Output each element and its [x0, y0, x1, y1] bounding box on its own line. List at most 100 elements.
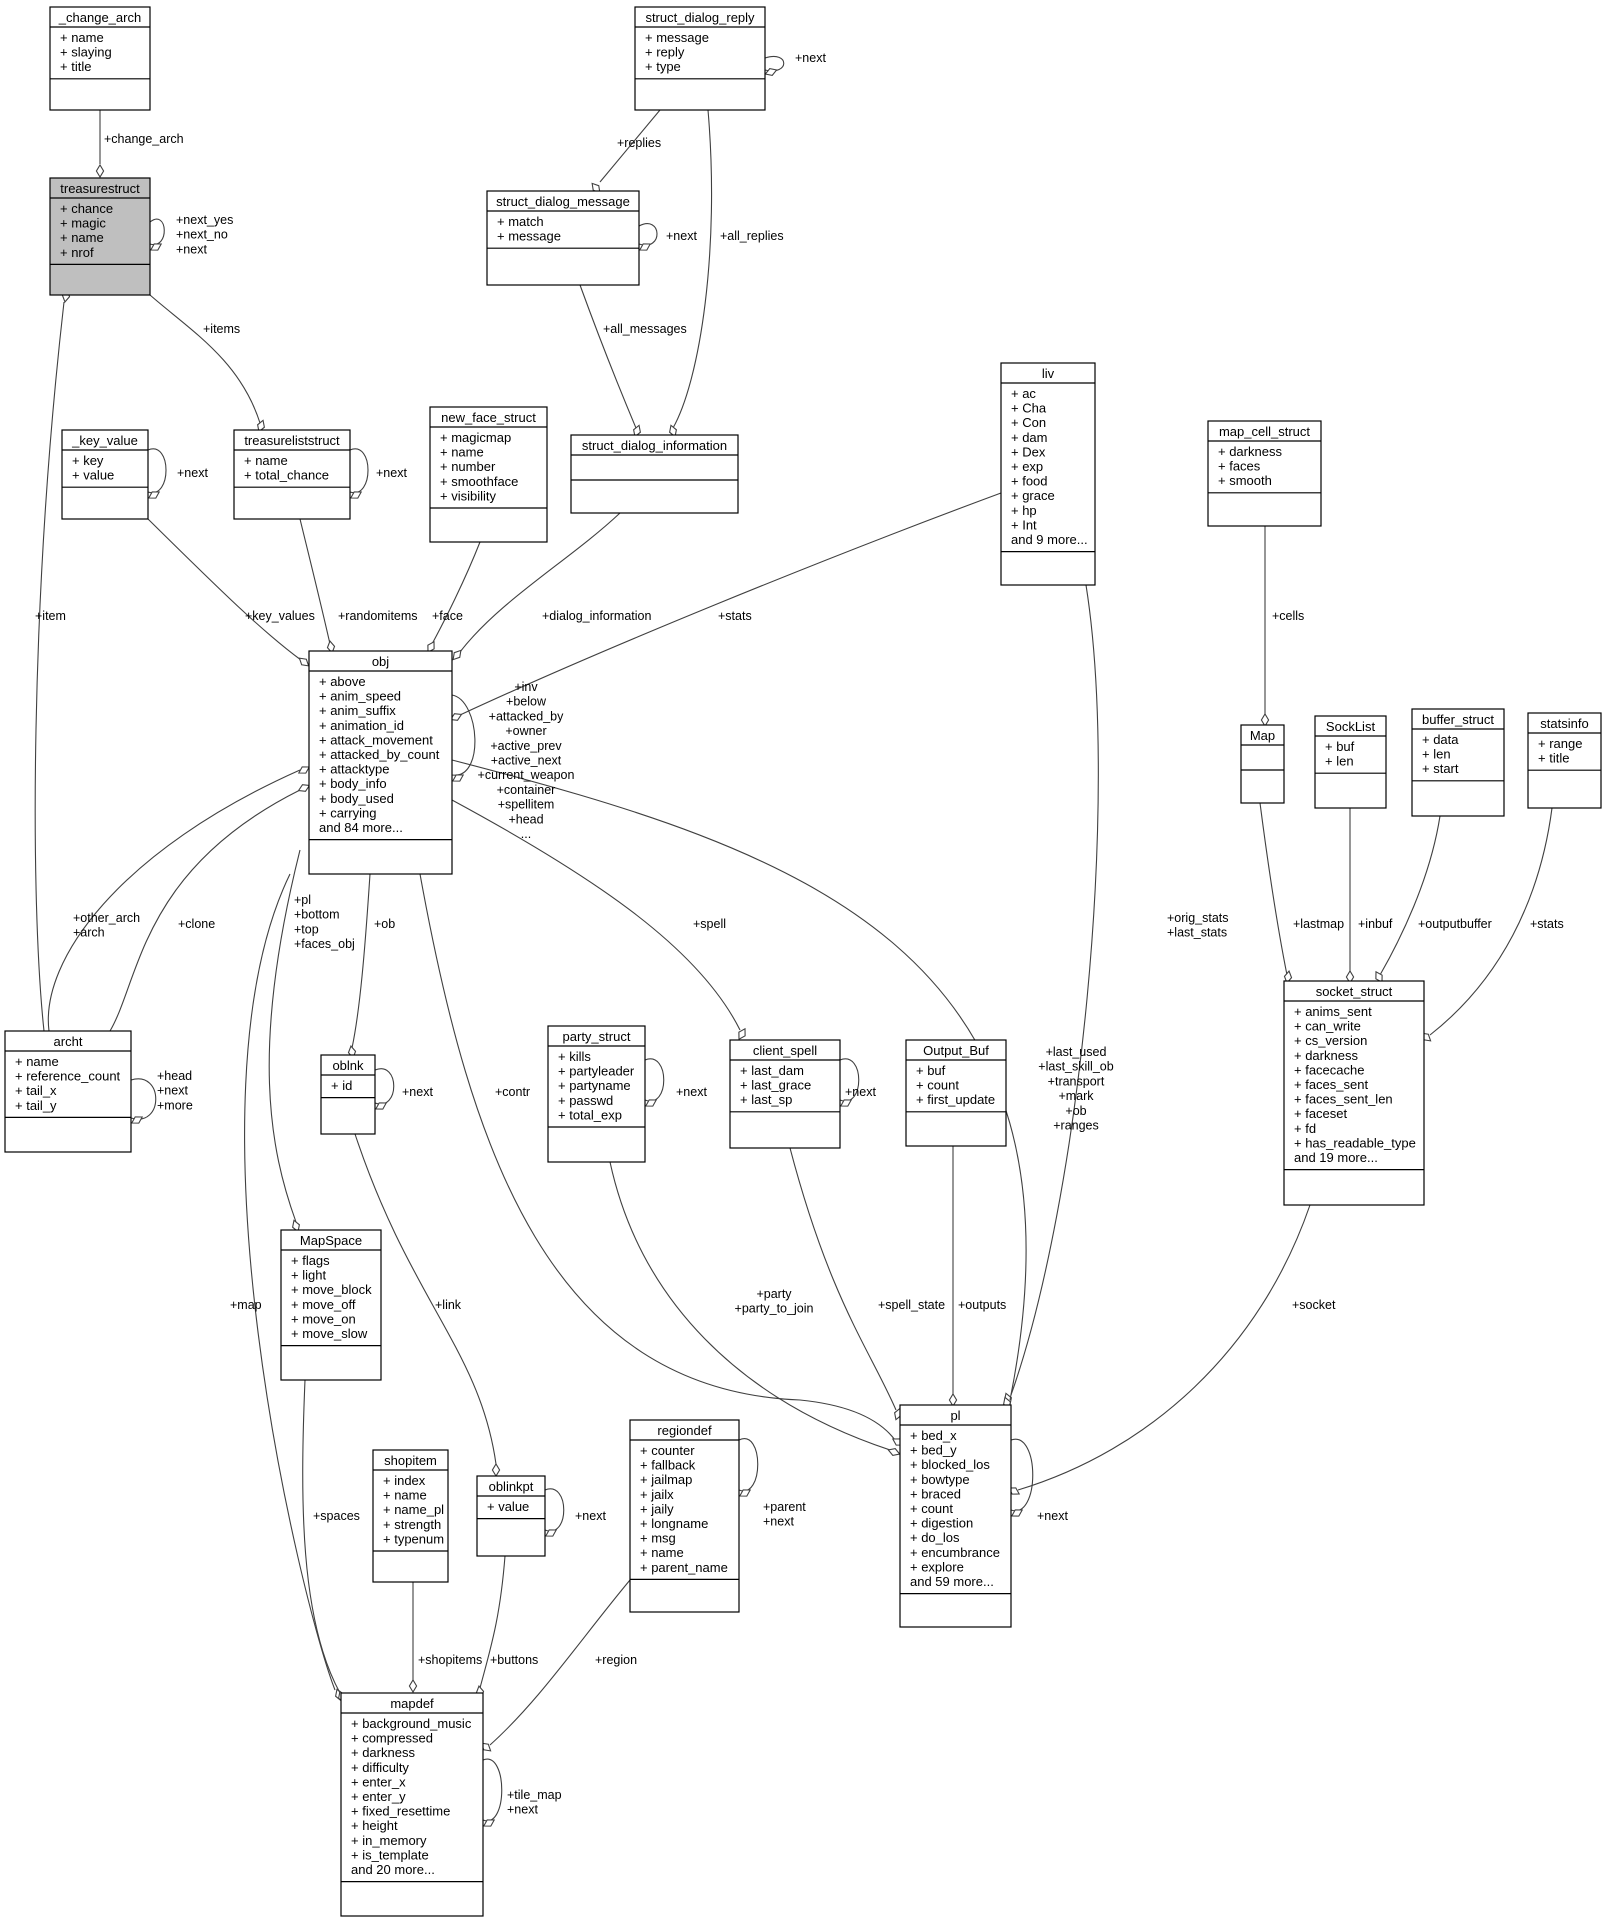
- attribute-text: + attack_movement: [319, 732, 433, 747]
- edge-label: +randomitems: [338, 609, 418, 623]
- class-box-change-arch[interactable]: _change_arch+ name+ slaying+ title: [49, 6, 151, 111]
- class-box-socklist[interactable]: SockList+ buf+ len: [1314, 715, 1387, 809]
- edge-label: +next: [177, 466, 208, 480]
- class-name: liv: [1042, 366, 1055, 381]
- edge-label: +dialog_information: [542, 609, 651, 623]
- edge-label: +spaces: [313, 1509, 360, 1523]
- edge-label: +parent: [763, 1500, 806, 1514]
- class-box-new-face-struct[interactable]: new_face_struct+ magicmap+ name+ number+…: [429, 406, 548, 543]
- class-box-shopitem[interactable]: shopitem+ index+ name+ name_pl+ strength…: [372, 1449, 449, 1583]
- class-name: archt: [54, 1034, 83, 1049]
- association-edge: [349, 448, 369, 494]
- attribute-text: + typenum: [383, 1531, 444, 1546]
- class-box-frame: [547, 1025, 646, 1163]
- attribute-text: + len: [1422, 747, 1451, 762]
- attribute-text: + ac: [1011, 386, 1036, 401]
- class-box-party-struct[interactable]: party_struct+ kills+ partyleader+ partyn…: [547, 1025, 646, 1163]
- class-box-map[interactable]: Map: [1240, 724, 1285, 804]
- association-edge: [451, 799, 741, 1031]
- class-box-struct-dialog-message[interactable]: struct_dialog_message+ match+ message: [486, 190, 640, 286]
- class-box-frame: [1527, 712, 1602, 809]
- association-edge: [149, 294, 261, 424]
- attribute-text: + move_off: [291, 1297, 356, 1312]
- edge-label: +container: [497, 783, 556, 797]
- edge-label: +last_skill_ob: [1038, 1060, 1113, 1074]
- class-box-liv[interactable]: liv+ ac+ Cha+ Con+ dam+ Dex+ exp+ food+ …: [1000, 362, 1096, 586]
- association-edge: [789, 1147, 897, 1411]
- edge-label: +item: [35, 609, 66, 623]
- class-box-pl[interactable]: pl+ bed_x+ bed_y+ blocked_los+ bowtype+ …: [899, 1404, 1012, 1628]
- association-edge: [451, 694, 476, 776]
- attribute-text: + bed_x: [910, 1428, 957, 1443]
- aggregation-diamond: [95, 163, 105, 179]
- association-edge: [351, 873, 371, 1049]
- class-box-oblnk[interactable]: oblnk+ id: [320, 1054, 376, 1135]
- edge-label: +spell: [693, 917, 726, 931]
- class-box-key-value[interactable]: _key_value+ key+ value: [61, 429, 149, 520]
- class-box-obj[interactable]: obj+ above+ anim_speed+ anim_suffix+ ani…: [308, 650, 453, 875]
- attribute-text: + total_exp: [558, 1107, 622, 1122]
- class-box-mapspace[interactable]: MapSpace+ flags+ light+ move_block+ move…: [280, 1229, 382, 1381]
- class-box-treasureliststruct[interactable]: treasureliststruct+ name+ total_chance: [233, 429, 351, 520]
- class-box-frame: [634, 6, 766, 111]
- edge-label: ...: [521, 827, 531, 841]
- aggregation-diamond: [130, 1116, 144, 1124]
- attribute-text: + range: [1538, 736, 1582, 751]
- class-name: Output_Buf: [923, 1043, 989, 1058]
- attribute-text: + Dex: [1011, 444, 1046, 459]
- edge-label: +faces_obj: [294, 937, 355, 951]
- class-box-statsinfo[interactable]: statsinfo+ range+ title: [1527, 712, 1602, 809]
- aggregation-diamond: [257, 419, 265, 433]
- class-box-buffer-struct[interactable]: buffer_struct+ data+ len+ start: [1411, 708, 1505, 817]
- association-edge: [130, 1078, 157, 1120]
- attribute-text: + number: [440, 459, 496, 474]
- attribute-text: + count: [910, 1501, 953, 1516]
- attribute-text: + compressed: [351, 1731, 433, 1746]
- attribute-text: + hp: [1011, 503, 1037, 518]
- association-edge: [374, 1068, 395, 1105]
- class-box-treasurestruct[interactable]: treasurestruct+ chance+ magic+ name+ nro…: [49, 177, 151, 296]
- class-box-frame: [729, 1039, 841, 1149]
- class-box-regiondef[interactable]: regiondef+ counter+ fallback+ jailmap+ j…: [629, 1419, 740, 1613]
- class-box-oblinkpt[interactable]: oblinkpt+ value: [476, 1475, 546, 1557]
- aggregation-diamond: [408, 1678, 418, 1694]
- class-box-archt[interactable]: archt+ name+ reference_count+ tail_x+ ta…: [4, 1030, 132, 1153]
- class-box-mapdef[interactable]: mapdef+ background_music+ compressed+ da…: [340, 1692, 484, 1917]
- class-box-frame: [308, 650, 453, 875]
- class-box-client-spell[interactable]: client_spell+ last_dam+ last_grace+ last…: [729, 1039, 841, 1149]
- attribute-text: + jaily: [640, 1501, 674, 1516]
- aggregation-diamond: [1260, 712, 1270, 728]
- class-name: pl: [950, 1408, 960, 1423]
- edge-label: +next: [795, 51, 826, 65]
- class-box-struct-dialog-information[interactable]: struct_dialog_information: [570, 434, 739, 514]
- class-box-struct-dialog-reply[interactable]: struct_dialog_reply+ message+ reply+ typ…: [634, 6, 766, 111]
- class-box-frame: [905, 1039, 1007, 1147]
- class-box-map-cell-struct[interactable]: map_cell_struct+ darkness+ faces+ smooth: [1207, 420, 1322, 527]
- edge-label: +spell_state: [878, 1298, 945, 1312]
- edge-label: +more: [157, 1098, 193, 1112]
- edge-label: +next: [763, 1515, 794, 1529]
- class-box-frame: [1283, 980, 1425, 1206]
- edge-label: +stats: [718, 609, 752, 623]
- association-edge: [109, 789, 301, 1032]
- class-name: _key_value: [71, 433, 138, 448]
- class-box-socket-struct[interactable]: socket_struct+ anims_sent+ can_write+ cs…: [1283, 980, 1425, 1206]
- edge-label: +next: [507, 1803, 538, 1817]
- attribute-text: + fixed_resettime: [351, 1804, 450, 1819]
- attribute-text: + kills: [558, 1049, 591, 1064]
- edge-label: +stats: [1530, 917, 1564, 931]
- class-name: map_cell_struct: [1219, 424, 1310, 439]
- attribute-text: + background_music: [351, 1716, 472, 1731]
- aggregation-diamond: [633, 424, 641, 438]
- class-box-output-buf[interactable]: Output_Buf+ buf+ count+ first_update: [905, 1039, 1007, 1147]
- class-box-frame: [340, 1692, 484, 1917]
- association-edge: [459, 512, 621, 653]
- edge-label: +next: [676, 1085, 707, 1099]
- attribute-text: + Con: [1011, 415, 1046, 430]
- attribute-text: + index: [383, 1473, 426, 1488]
- edge-label: +replies: [617, 136, 661, 150]
- attribute-text: + tail_y: [15, 1098, 57, 1113]
- attribute-text: + buf: [1325, 739, 1355, 754]
- edge-label: +pl: [294, 893, 311, 907]
- attribute-text: + darkness: [1294, 1048, 1358, 1063]
